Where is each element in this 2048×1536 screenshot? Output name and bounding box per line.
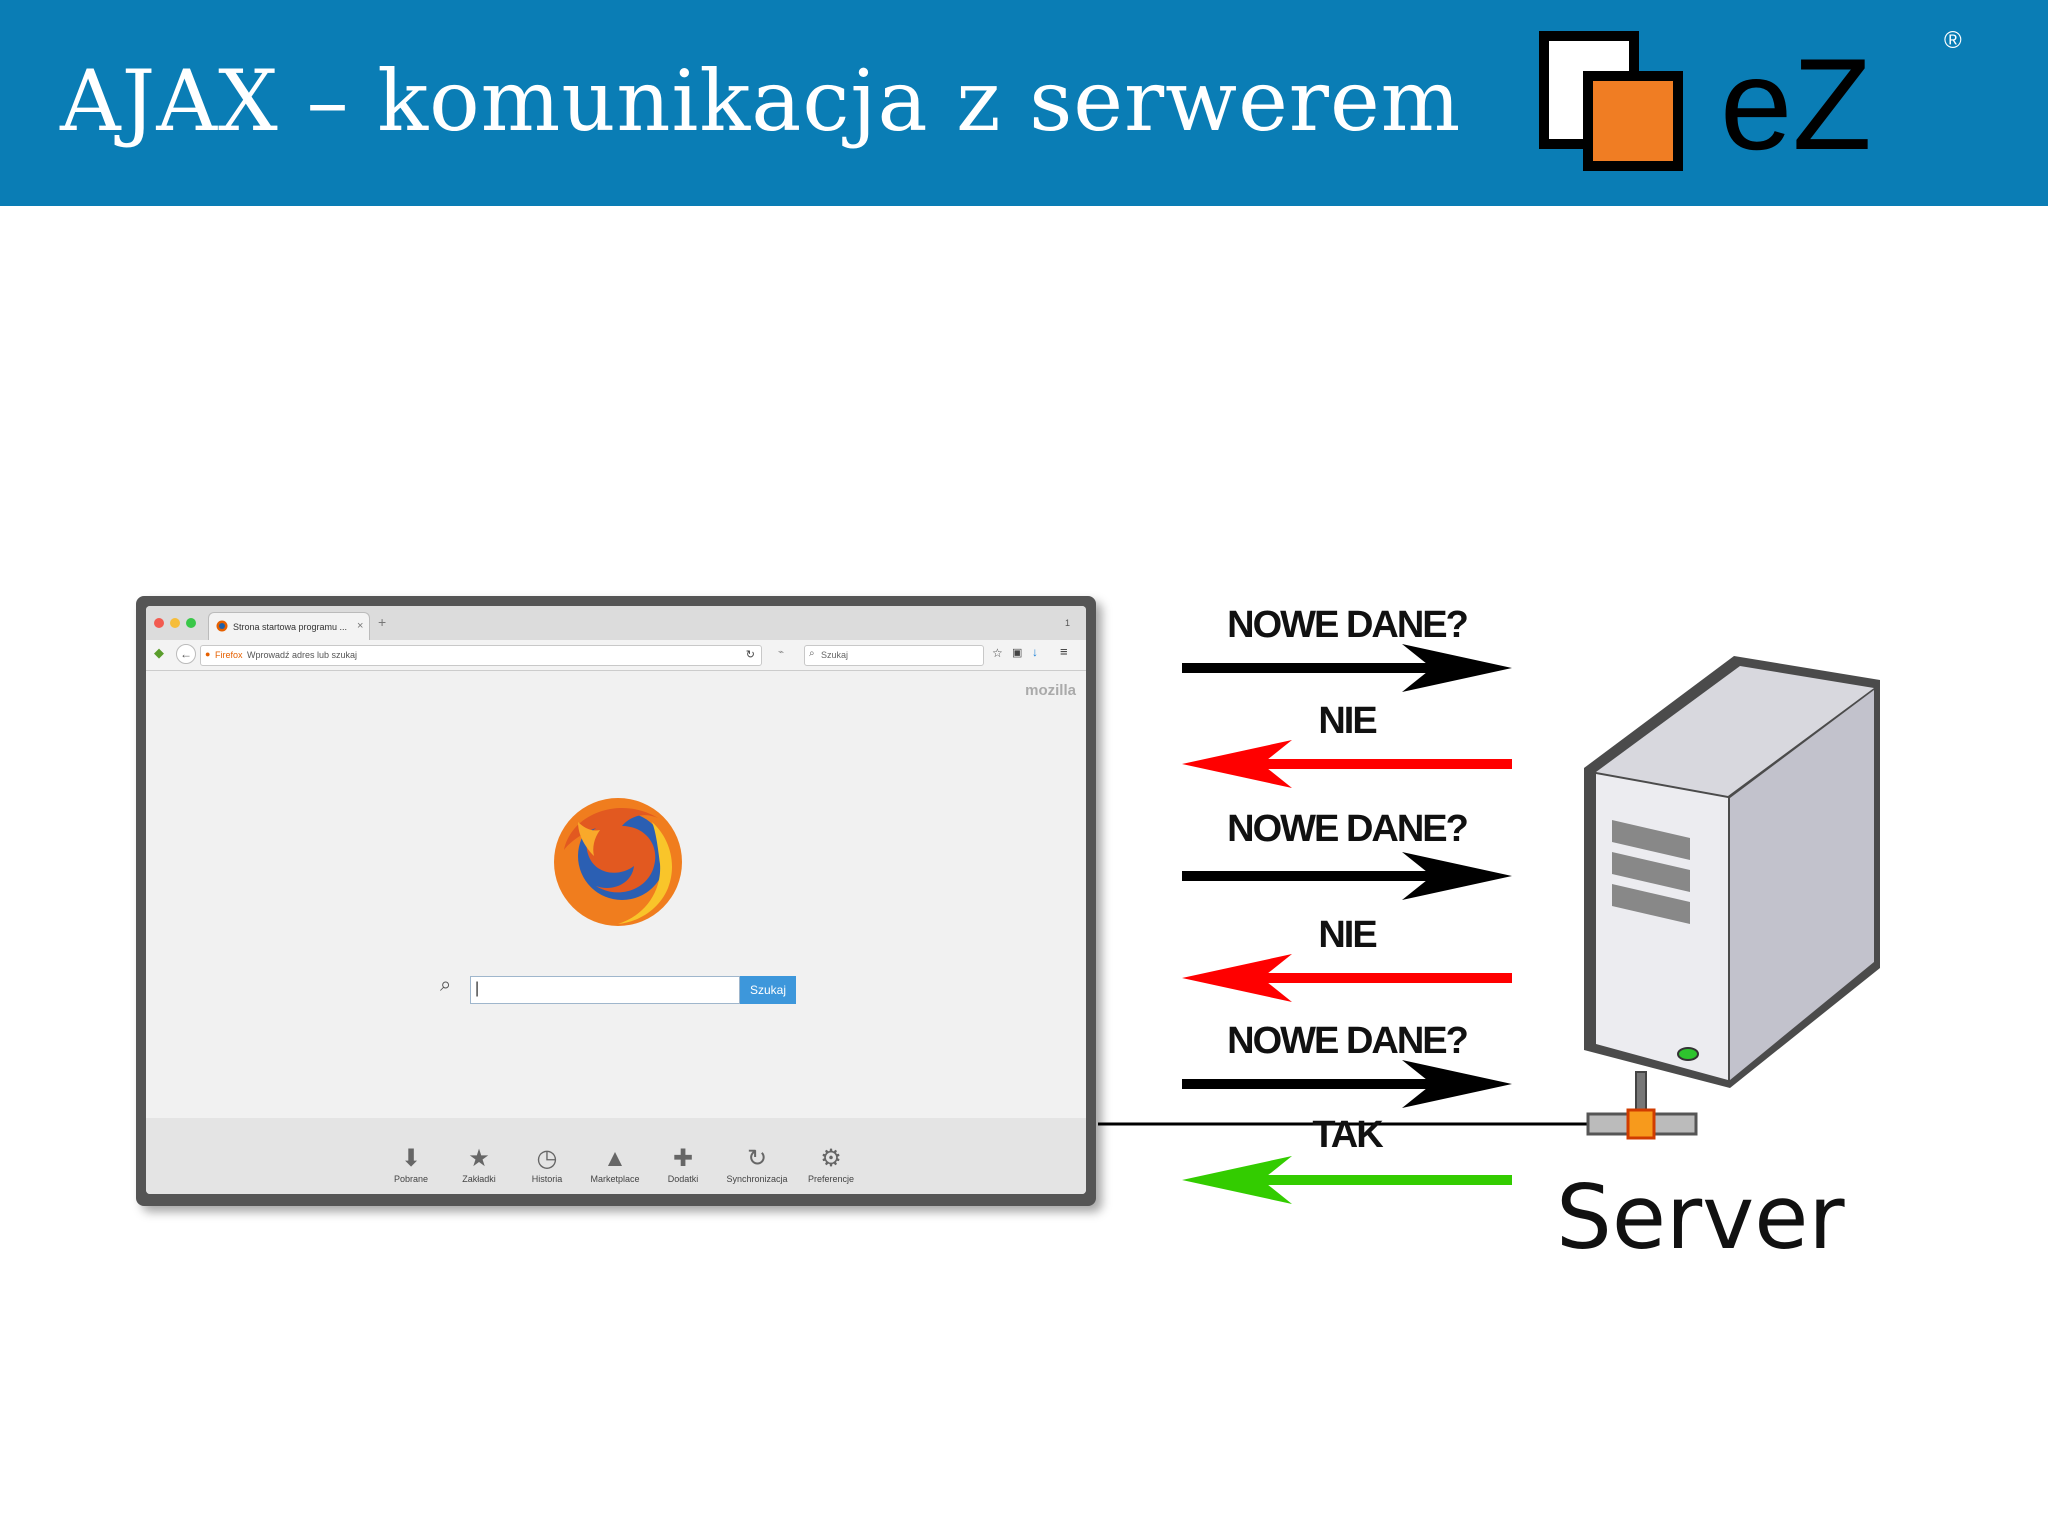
message-arrow-head [1182, 740, 1292, 788]
firefox-tab-icon [216, 620, 228, 632]
bookmark-star-icon[interactable]: ☆ [992, 646, 1003, 660]
message-label: TAK [1312, 1114, 1383, 1156]
logo-text: eZ [1720, 31, 1872, 174]
message-label: NOWE DANE? [1227, 808, 1469, 850]
server-label: Server [1556, 1166, 1845, 1269]
text-caret: | [475, 980, 480, 997]
launcher-item-historia[interactable]: ◷ Historia [512, 1145, 582, 1185]
sync-icon: ↻ [746, 1145, 768, 1172]
mozilla-brand: mozilla [1025, 682, 1076, 699]
firefox-url-icon: ● [205, 649, 211, 659]
launcher-label: Preferencje [807, 1174, 855, 1184]
tab-title: Strona startowa programu ... [233, 622, 348, 632]
message-arrow-head [1402, 644, 1512, 692]
url-badge: Firefox [215, 650, 243, 660]
launcher-item-dodatki[interactable]: ✚ Dodatki [648, 1145, 718, 1185]
toolbar-search-input[interactable]: ⌕ Szukaj [804, 645, 984, 666]
message-label: NIE [1318, 700, 1377, 742]
close-window-dot[interactable] [154, 618, 164, 628]
message-label: NIE [1318, 914, 1377, 956]
logo-registered: ® [1944, 27, 1962, 54]
launcher-item-zakladki[interactable]: ★ Zakładki [444, 1145, 514, 1185]
rss-icon[interactable]: ⌁ [778, 647, 785, 658]
home-icon[interactable]: ◆ [154, 645, 164, 660]
clipboard-icon[interactable]: ▣ [1012, 647, 1023, 659]
launcher-label: Pobrane [393, 1174, 429, 1184]
browser-tab[interactable]: Strona startowa programu ... × [208, 612, 370, 641]
new-tab-icon[interactable]: + [378, 614, 387, 630]
start-search-input[interactable]: | [470, 976, 740, 1004]
back-icon[interactable]: ← [176, 644, 196, 664]
search-button[interactable]: Szukaj [740, 976, 796, 1004]
reload-icon[interactable]: ↻ [745, 649, 755, 661]
launcher-item-synchronizacja[interactable]: ↻ Synchronizacja [722, 1145, 792, 1185]
message-arrow-head [1402, 852, 1512, 900]
ez-logo: eZ ® [1539, 27, 1962, 174]
message-arrow-head [1182, 1156, 1292, 1204]
message-arrow-head [1182, 954, 1292, 1002]
launcher-label: Historia [531, 1174, 563, 1184]
url-bar[interactable]: ● Firefox Wprowadź adres lub szukaj ↻ [200, 645, 762, 666]
clock-icon: ◷ [536, 1145, 558, 1172]
launcher-item-pobrane[interactable]: ⬇ Pobrane [376, 1145, 446, 1185]
tab-close-icon[interactable]: × [357, 620, 364, 632]
tab-bar: Strona startowa programu ... × + 1 [146, 606, 1086, 641]
download-icon: ⬇ [400, 1145, 422, 1172]
browser-window: Strona startowa programu ... × + 1 ◆ ← ●… [136, 596, 1096, 1206]
puzzle-icon: ✚ [672, 1145, 694, 1172]
slide-title: AJAX – komunikacja z serwerem [60, 52, 1462, 150]
nav-bar: ◆ ← ● Firefox Wprowadź adres lub szukaj … [146, 640, 1086, 671]
tab-count: 1 [1064, 618, 1070, 628]
launcher-item-preferencje[interactable]: ⚙ Preferencje [796, 1145, 866, 1185]
launcher-label: Synchronizacja [726, 1174, 788, 1184]
slide-header: AJAX – komunikacja z serwerem eZ ® [0, 0, 2048, 206]
rocket-icon: ▲ [603, 1145, 627, 1172]
logo-square-front [1583, 71, 1683, 171]
message-label: NOWE DANE? [1227, 1020, 1469, 1062]
toolbar-search-icon: ⌕ [809, 648, 815, 659]
toolbar-search-placeholder: Szukaj [821, 650, 849, 660]
search-icon: ⌕ [440, 974, 452, 996]
star-icon: ★ [468, 1145, 490, 1172]
gear-icon: ⚙ [820, 1145, 842, 1172]
launcher-label: Zakładki [462, 1174, 496, 1184]
launcher-item-marketplace[interactable]: ▲ Marketplace [580, 1145, 650, 1185]
launcher-label: Dodatki [667, 1174, 699, 1184]
maximize-window-dot[interactable] [186, 618, 196, 628]
server-icon [1584, 656, 1880, 1140]
browser-viewport: Strona startowa programu ... × + 1 ◆ ← ●… [146, 606, 1086, 1194]
menu-icon[interactable]: ≡ [1060, 644, 1068, 659]
message-arrow-head [1402, 1060, 1512, 1108]
download-arrow-icon[interactable]: ↓ [1032, 645, 1038, 659]
launcher-label: Marketplace [590, 1174, 640, 1184]
minimize-window-dot[interactable] [170, 618, 180, 628]
launcher-bar: ⬇ Pobrane ★ Zakładki ◷ Historia ▲ Marketplac… [146, 1118, 1086, 1194]
url-placeholder: Wprowadź adres lub szukaj [247, 650, 358, 660]
firefox-logo [554, 798, 682, 926]
message-label: NOWE DANE? [1227, 604, 1469, 646]
